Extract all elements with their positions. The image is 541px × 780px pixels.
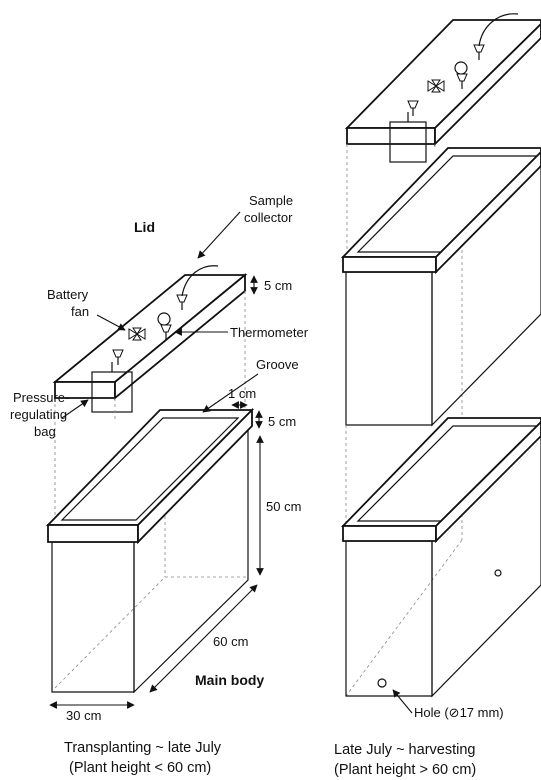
pressure-bag-arrow — [61, 399, 89, 419]
hole-arrow — [392, 689, 413, 714]
sample-collector-arrow — [197, 211, 241, 259]
right-lower-body — [340, 417, 541, 698]
sample-collector-icon — [176, 265, 219, 311]
right-lid — [344, 19, 541, 147]
left-caption-line1: Transplanting ~ late July — [64, 740, 222, 756]
rim-height-label: 5 cm — [268, 414, 296, 429]
left-main-body — [45, 291, 255, 694]
right-caption-line1: Late July ~ harvesting — [334, 742, 475, 758]
right-thermometer-icon — [454, 61, 468, 90]
left-pressure-bag — [91, 349, 133, 413]
pressure-bag-label-1: Pressure- — [13, 390, 69, 405]
pressure-bag-label-2: regulating — [10, 407, 67, 422]
right-pressure-bag — [389, 100, 427, 163]
right-caption-line2: (Plant height > 60 cm) — [334, 762, 476, 778]
main-body-label: Main body — [195, 672, 264, 688]
battery-fan-arrow — [96, 314, 126, 331]
width-label: 30 cm — [66, 708, 101, 723]
hole-label: Hole (⊘17 mm) — [414, 705, 504, 720]
groove-width-label: 1 cm — [228, 386, 256, 401]
battery-fan-label-1: Battery — [47, 287, 89, 302]
length-label: 60 cm — [213, 634, 248, 649]
thermometer-label: Thermometer — [230, 325, 309, 340]
rear-hole-icon — [494, 569, 502, 577]
left-caption-line2: (Plant height < 60 cm) — [69, 760, 211, 776]
sample-collector-label-1: Sample — [249, 193, 293, 208]
hole-icon — [377, 678, 387, 688]
thermometer-icon — [157, 312, 172, 341]
lid-height-label: 5 cm — [264, 278, 292, 293]
pressure-bag-label-3: bag — [34, 424, 56, 439]
left-lid — [52, 273, 248, 400]
right-sample-collector-icon — [473, 13, 519, 61]
lid-label: Lid — [134, 219, 155, 235]
battery-fan-label-2: fan — [71, 304, 89, 319]
length-dim — [149, 584, 258, 693]
right-extension-body — [340, 147, 541, 527]
groove-label: Groove — [256, 357, 299, 372]
body-height-label: 50 cm — [266, 499, 301, 514]
groove-arrow — [202, 373, 259, 413]
sample-collector-label-2: collector — [244, 210, 293, 225]
